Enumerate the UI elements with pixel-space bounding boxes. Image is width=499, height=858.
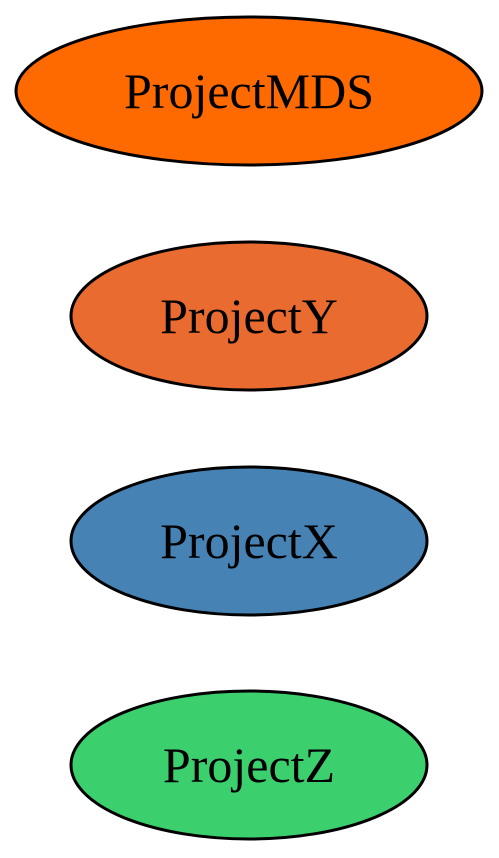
- node-projectmds[interactable]: ProjectMDS: [14, 15, 484, 167]
- node-projectx-label: ProjectX: [160, 513, 338, 569]
- node-projectz-label: ProjectZ: [163, 737, 335, 793]
- node-projectmds-label: ProjectMDS: [124, 63, 374, 119]
- node-projectx-shape: [69, 465, 429, 617]
- node-projecty-label: ProjectY: [160, 288, 338, 344]
- node-projectmds-shape: [14, 15, 484, 167]
- node-projectz[interactable]: ProjectZ: [69, 689, 429, 841]
- node-projecty-shape: [69, 240, 429, 392]
- node-projectz-shape: [69, 689, 429, 841]
- node-projecty[interactable]: ProjectY: [69, 240, 429, 392]
- node-projectx[interactable]: ProjectX: [69, 465, 429, 617]
